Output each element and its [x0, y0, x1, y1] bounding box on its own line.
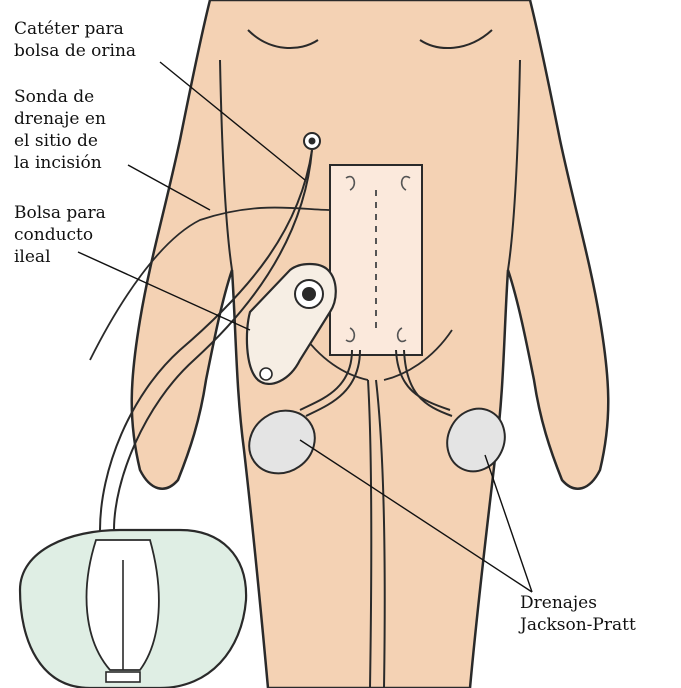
- ostomy-valve: [260, 368, 272, 380]
- label-catheter: Catéter para bolsa de orina: [14, 18, 136, 62]
- label-jp-drains: Drenajes Jackson-Pratt: [520, 592, 636, 636]
- leader-jp-right: [485, 455, 532, 592]
- label-ileal-bag: Bolsa para conducto ileal: [14, 202, 106, 268]
- urine-drainage-bag: [20, 530, 246, 688]
- incision-dressing: [330, 165, 422, 355]
- label-incision-drain: Sonda de drenaje en el sitio de la incis…: [14, 86, 106, 174]
